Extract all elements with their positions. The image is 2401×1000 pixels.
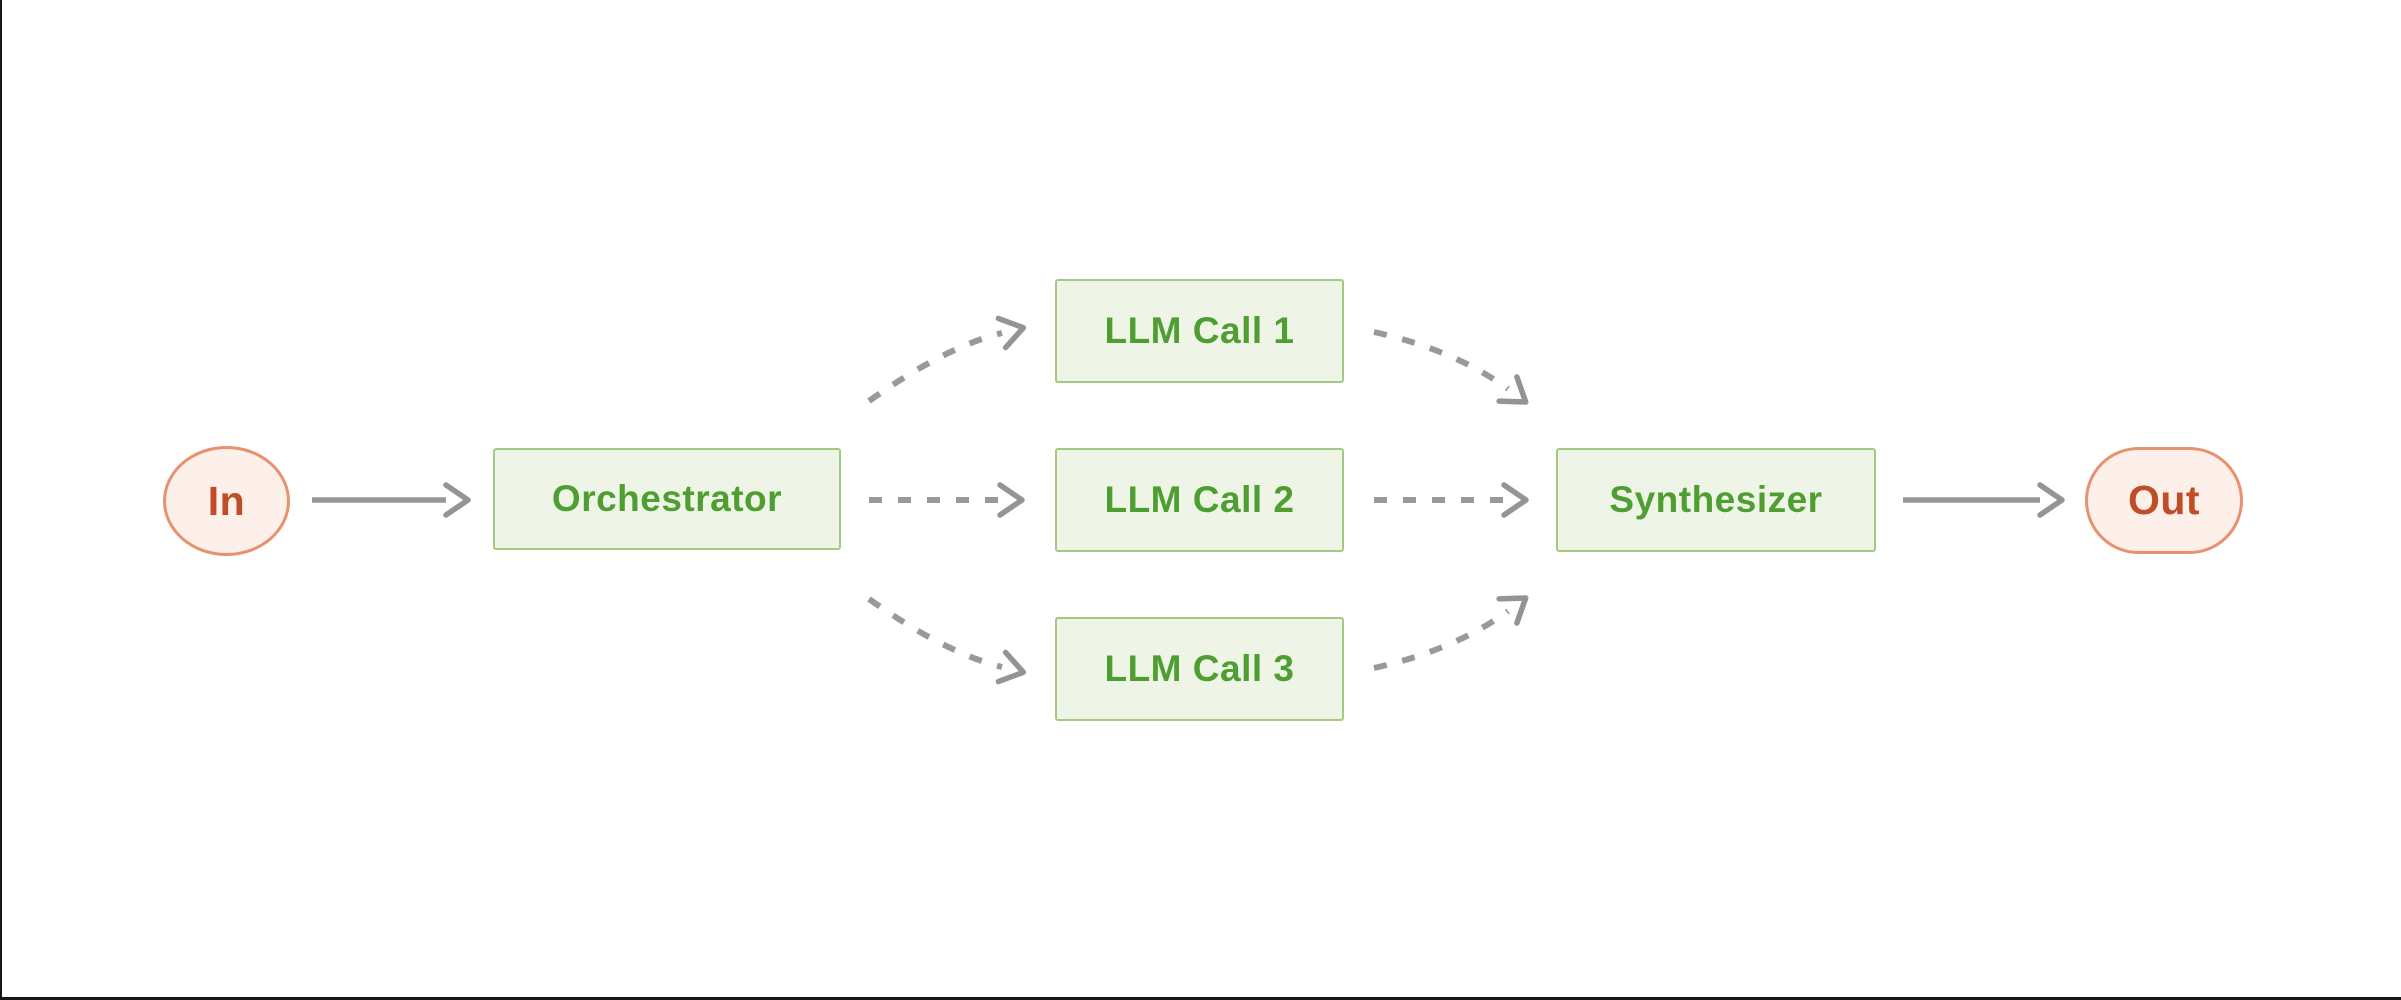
node-llm-call-1-label: LLM Call 1 xyxy=(1104,310,1295,351)
node-orchestrator: Orchestrator xyxy=(493,448,841,550)
node-llm-call-3: LLM Call 3 xyxy=(1055,617,1344,721)
node-synthesizer: Synthesizer xyxy=(1556,448,1876,552)
arrow-orchestrator-to-llm1-icon xyxy=(867,315,1027,404)
node-out-label: Out xyxy=(2127,477,2201,523)
node-llm-call-1: LLM Call 1 xyxy=(1055,279,1344,383)
frame-edge-left xyxy=(0,0,2,1000)
node-llm-call-2: LLM Call 2 xyxy=(1055,448,1344,552)
arrow-orchestrator-to-llm3-icon xyxy=(867,596,1027,685)
frame-edge-bottom xyxy=(0,997,2401,1000)
node-llm-call-2-label: LLM Call 2 xyxy=(1104,479,1295,520)
node-in-label: In xyxy=(207,477,246,524)
node-synthesizer-label: Synthesizer xyxy=(1609,479,1823,520)
node-llm-call-3-label: LLM Call 3 xyxy=(1104,648,1295,689)
node-orchestrator-label: Orchestrator xyxy=(551,478,783,519)
arrow-llm3-to-synthesizer-icon xyxy=(1373,595,1529,671)
arrow-llm1-to-synthesizer-icon xyxy=(1373,329,1529,405)
node-in: In xyxy=(163,446,290,556)
node-out: Out xyxy=(2085,447,2243,554)
